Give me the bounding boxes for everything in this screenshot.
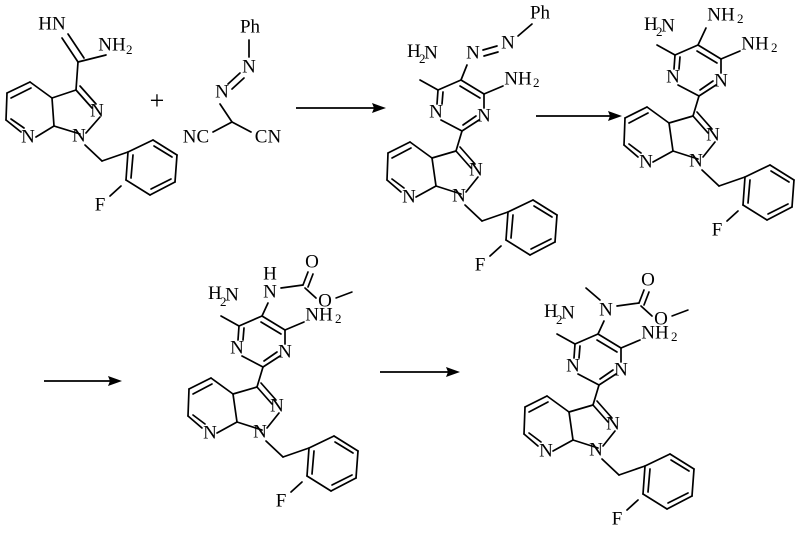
molecule-reactant-1: HN NH 2 N N N F	[5, 13, 178, 215]
atom-label-pyridine-n: N	[203, 422, 217, 443]
atom-label-pyrazole-n1: N	[253, 421, 267, 442]
atom-label-pyrimidine-n-left: N	[230, 337, 244, 358]
atom-label-ph: Ph	[530, 2, 551, 23]
atom-label-pyridine-n: N	[539, 440, 553, 461]
atom-label-pyrimidine-n-left: N	[566, 355, 580, 376]
atom-label-fluoro: F	[475, 254, 486, 275]
atom-label-nh2-sub: 2	[126, 42, 133, 57]
atom-label-ph: Ph	[240, 16, 261, 37]
atom-label-amine-right-sub: 2	[533, 75, 540, 90]
atom-label-pyrazole-n2: N	[90, 100, 104, 121]
atom-label-pyrazole-n1: N	[452, 185, 466, 206]
atom-label-fluoro: F	[712, 219, 723, 240]
atom-label-amine-left-n: N	[561, 302, 575, 323]
atom-label-azo-n-right: N	[501, 32, 515, 53]
atom-label-nitrile-left: NC	[183, 126, 209, 147]
atom-label-azo-n-left: N	[466, 42, 480, 63]
atom-label-pyrimidine-n-right: N	[278, 341, 292, 362]
reaction-arrow-1	[296, 103, 386, 113]
atom-label-amine-right-sub: 2	[771, 40, 778, 55]
molecule-reactant-2: Ph N N NC CN	[183, 16, 282, 147]
atom-label-amine-right: NH	[641, 322, 669, 343]
atom-label-ester-o: O	[318, 290, 332, 311]
atom-label-pyrazole-n2: N	[706, 124, 720, 145]
atom-label-pyrazole-n1: N	[689, 150, 703, 171]
atom-label-pyrimidine-n-left: N	[666, 66, 680, 87]
atom-label-pyrazole-n2: N	[270, 395, 284, 416]
atom-label-amine-left-n: N	[661, 15, 675, 36]
atom-label-ester-o: O	[654, 308, 668, 329]
atom-label-amine-left-h-sub: 2	[656, 24, 663, 39]
atom-label-fluoro: F	[276, 490, 287, 511]
atom-label-pyrazole-n2: N	[606, 413, 620, 434]
atom-label-amine-left-h-sub: 2	[419, 51, 426, 66]
reaction-arrow-4	[380, 367, 460, 377]
atom-label-nitrile-right: CN	[255, 126, 282, 147]
atom-label-amine-left-h: H	[644, 14, 658, 35]
atom-label-pyrazole-n2: N	[469, 159, 483, 180]
molecule-product-2: N N H 2 N NH 2 NH 2 N N N	[623, 4, 795, 240]
atom-label-amine-left-h-sub: 2	[220, 294, 227, 309]
atom-label-pyrimidine-n-right: N	[714, 70, 728, 91]
atom-label-amine-right-sub: 2	[335, 311, 342, 326]
molecule-product-4: N O O N N H 2 N NH 2	[523, 269, 695, 529]
molecule-product-3: H N O O N N H 2 N NH 2	[187, 251, 359, 511]
atom-label-amine-top: NH	[707, 4, 735, 25]
atom-label-hn: HN	[38, 13, 66, 34]
atom-label-nh2: NH	[98, 34, 126, 55]
atom-label-azo-n-upper: N	[242, 56, 256, 77]
atom-label-fluoro: F	[95, 194, 106, 215]
atom-label-pyridine-n: N	[21, 126, 35, 147]
atom-label-amine-left-h: H	[208, 283, 222, 304]
atom-label-amine-right: NH	[504, 68, 532, 89]
atom-label-azo-n-lower: N	[215, 81, 229, 102]
atom-label-pyrazole-n1: N	[589, 439, 603, 460]
atom-label-amine-top-sub: 2	[737, 11, 744, 26]
atom-label-carbonyl-o: O	[305, 251, 319, 272]
atom-label-pyrimidine-n-left: N	[429, 101, 443, 122]
atom-label-amine-right: NH	[305, 304, 333, 325]
atom-label-fluoro: F	[612, 508, 623, 529]
atom-label-amine-left-n: N	[225, 284, 239, 305]
atom-label-amine-left-n: N	[424, 42, 438, 63]
plus-sign: +	[150, 86, 165, 115]
atom-label-pyrazole-n1: N	[72, 125, 86, 146]
atom-label-carbonyl-o: O	[641, 269, 655, 290]
atom-label-carbamate-h: H	[263, 263, 277, 284]
atom-label-carbamate-n: N	[263, 281, 277, 302]
atom-label-amine-left-h: H	[407, 41, 421, 62]
reaction-arrow-3	[44, 376, 122, 386]
molecule-product-1: Ph N N N N H 2 N NH 2	[386, 2, 558, 275]
atom-label-carbamate-n: N	[599, 299, 613, 320]
atom-label-pyridine-n: N	[402, 186, 416, 207]
atom-label-amine-right: NH	[741, 33, 769, 54]
atom-label-pyridine-n: N	[639, 151, 653, 172]
atom-label-pyrimidine-n-right: N	[477, 105, 491, 126]
atom-label-pyrimidine-n-right: N	[614, 359, 628, 380]
atom-label-amine-left-h-sub: 2	[556, 312, 563, 327]
atom-label-amine-left-h: H	[544, 301, 558, 322]
reaction-arrow-2	[536, 111, 622, 121]
atom-label-amine-right-sub: 2	[671, 329, 678, 344]
